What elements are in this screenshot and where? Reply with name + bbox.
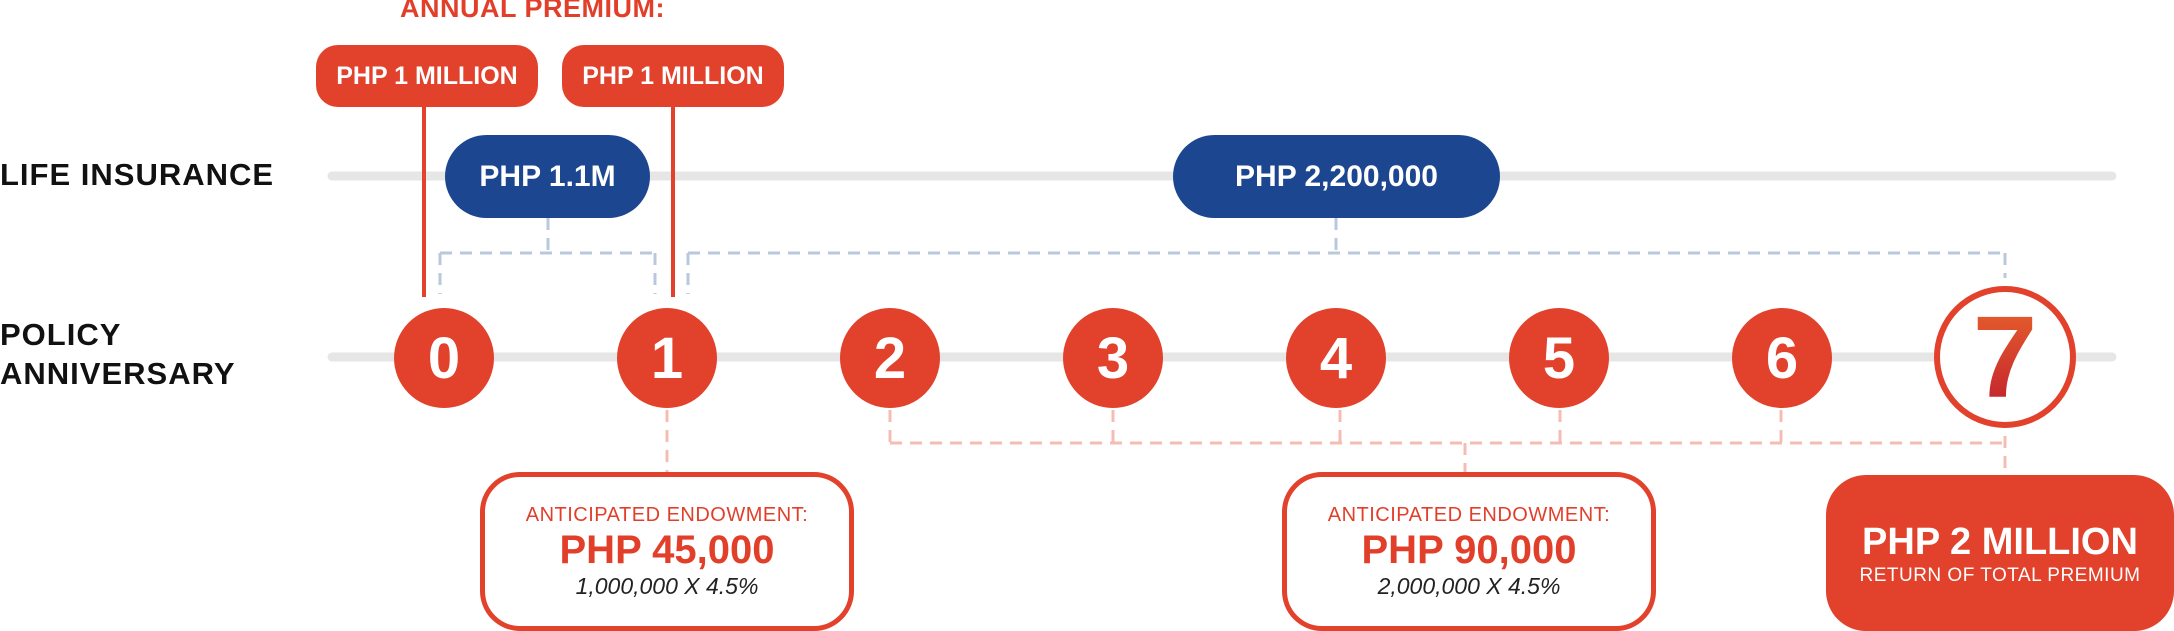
anniversary-node-5: 5 xyxy=(1509,308,1609,408)
endowment-2-links xyxy=(888,410,2007,475)
anniversary-node-4: 4 xyxy=(1286,308,1386,408)
anniversary-node-7: 7 xyxy=(1934,286,2076,428)
premium-badge-year-0: PHP 1 MILLION xyxy=(316,45,538,107)
anniversary-node-3: 3 xyxy=(1063,308,1163,408)
policy-anniversary-label-line2: ANNIVERSARY xyxy=(0,356,236,391)
coverage-1-bracket xyxy=(438,218,657,294)
policy-anniversary-label-line1: POLICY xyxy=(0,317,122,352)
total-premium-return-box: PHP 2 MILLION RETURN OF TOTAL PREMIUM xyxy=(1826,475,2174,631)
anniversary-node-7-label: 7 xyxy=(1972,292,2038,422)
anniversary-node-2: 2 xyxy=(840,308,940,408)
anniversary-node-1: 1 xyxy=(617,308,717,408)
endowment-box-2: ANTICIPATED ENDOWMENT: PHP 90,000 2,000,… xyxy=(1282,472,1656,631)
endowment-2-caption: ANTICIPATED ENDOWMENT: xyxy=(1327,503,1611,526)
endowment-box-1: ANTICIPATED ENDOWMENT: PHP 45,000 1,000,… xyxy=(480,472,854,631)
coverage-2-bracket xyxy=(686,218,2007,294)
endowment-2-amount: PHP 90,000 xyxy=(1361,527,1577,572)
endowment-1-formula: 1,000,000 X 4.5% xyxy=(575,572,759,599)
anniversary-node-0: 0 xyxy=(394,308,494,408)
anniversary-node-6: 6 xyxy=(1732,308,1832,408)
total-return-caption: RETURN OF TOTAL PREMIUM xyxy=(1859,565,2141,586)
premium-badge-year-1: PHP 1 MILLION xyxy=(562,45,784,107)
coverage-badge-1: PHP 1.1M xyxy=(445,135,650,218)
coverage-badge-2: PHP 2,200,000 xyxy=(1173,135,1500,218)
life-insurance-label: LIFE INSURANCE xyxy=(0,157,275,192)
endowment-1-caption: ANTICIPATED ENDOWMENT: xyxy=(525,503,809,526)
total-return-amount: PHP 2 MILLION xyxy=(1862,521,2138,563)
endowment-1-amount: PHP 45,000 xyxy=(559,527,775,572)
endowment-2-formula: 2,000,000 X 4.5% xyxy=(1377,572,1561,599)
annual-premium-heading: ANNUAL PREMIUM: xyxy=(400,0,665,23)
